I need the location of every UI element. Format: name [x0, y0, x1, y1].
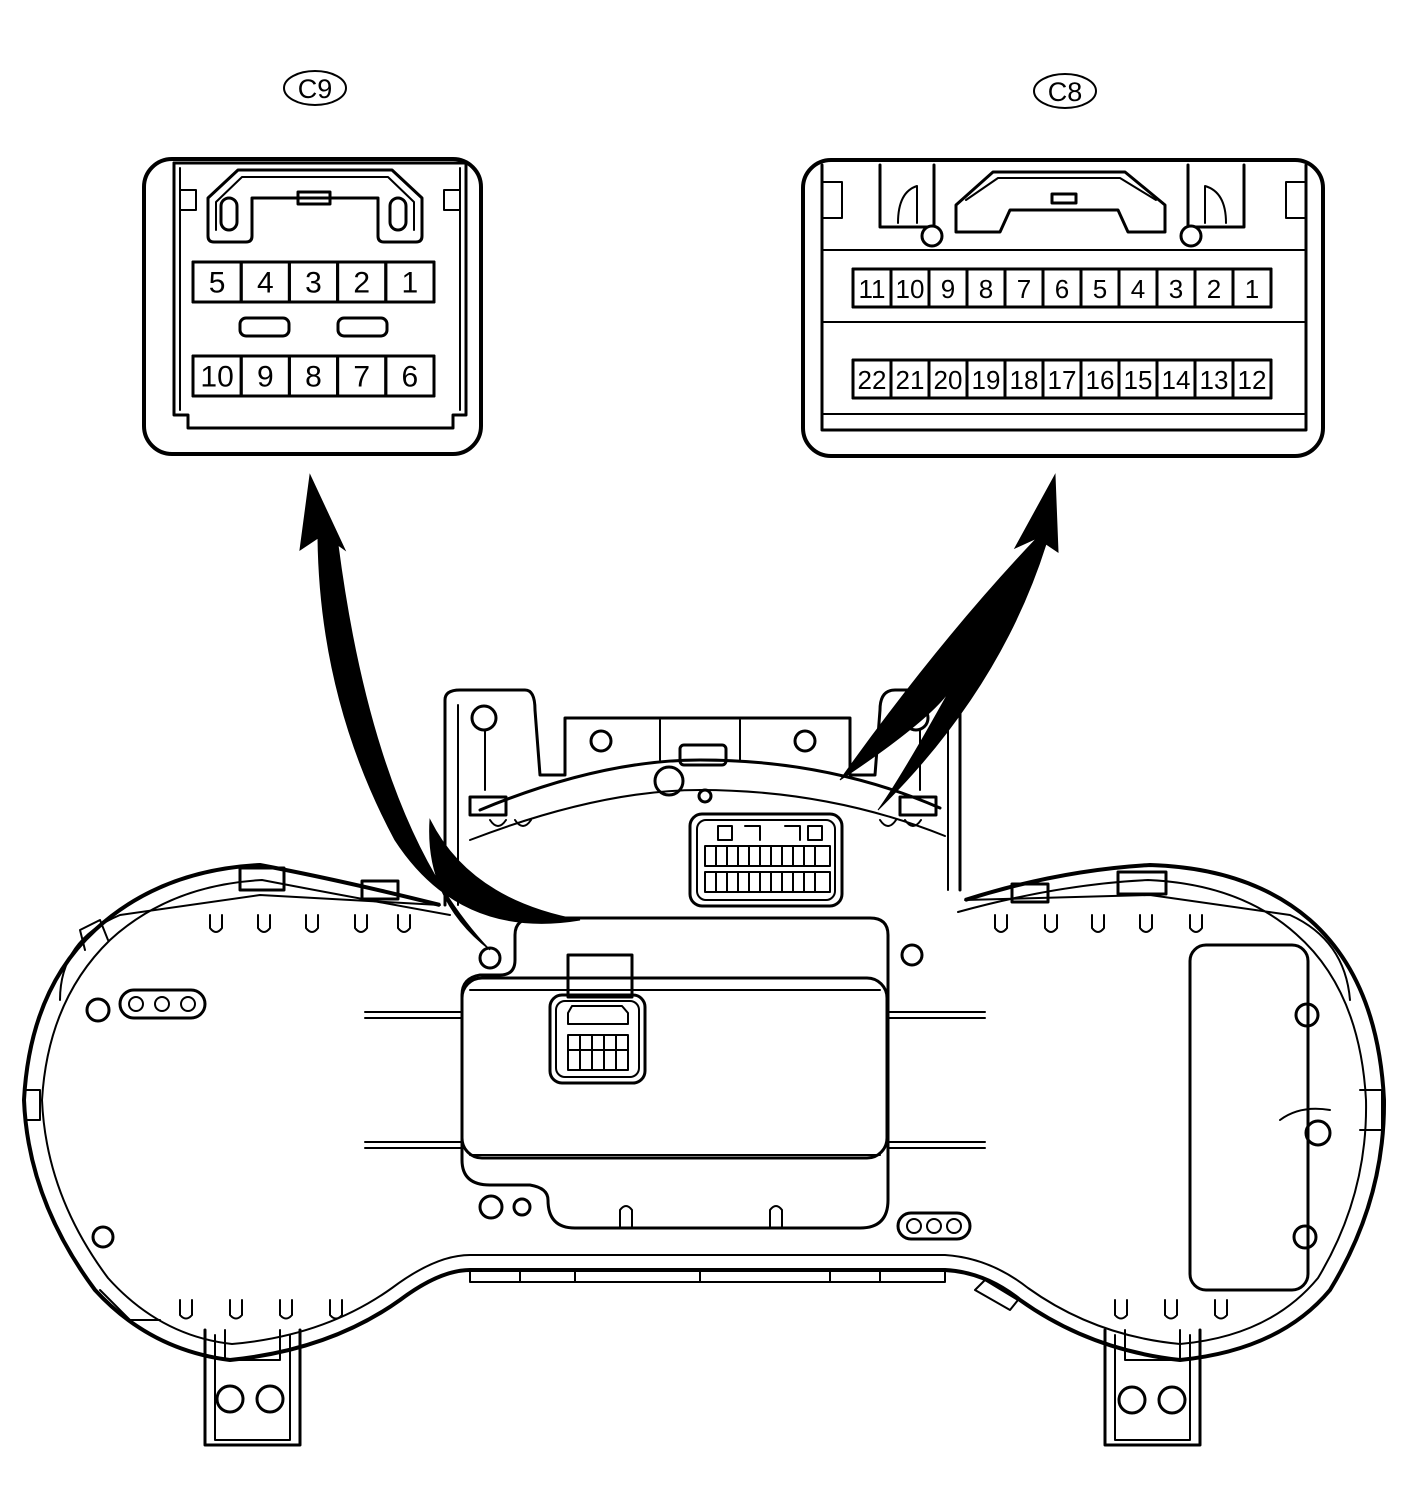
- pin-cell: [384, 260, 436, 304]
- pin-number: 11: [859, 274, 886, 304]
- meter-top-section: [443, 688, 962, 907]
- connector-c9-label-oval: [283, 70, 347, 106]
- connector-c8-latch-center: [954, 170, 1167, 234]
- meter-center-panel: [460, 916, 890, 1230]
- pin-number: 21: [896, 365, 925, 395]
- pin-number: 4: [1131, 274, 1145, 304]
- pin-number: 10: [200, 361, 233, 394]
- pin-number: 5: [209, 267, 226, 300]
- connector-c8-label: C8: [1048, 77, 1083, 107]
- pin-number: 7: [1017, 274, 1031, 304]
- pin-number: 16: [1086, 365, 1115, 395]
- pin-number: 7: [353, 361, 370, 394]
- arrow-to-c9-shape: [299, 473, 581, 951]
- pin-number: 2: [353, 267, 370, 300]
- pin-number: 6: [1055, 274, 1069, 304]
- connector-c8-latch-left: [878, 163, 936, 229]
- pin-number: 18: [1010, 365, 1039, 395]
- pin-number: 1: [1245, 274, 1259, 304]
- meter-mount-left: [203, 1328, 302, 1447]
- connector-c8-latch-right: [1186, 163, 1246, 229]
- pin-number: 3: [305, 267, 322, 300]
- pin-number: 14: [1162, 365, 1191, 395]
- pin-number: 1: [402, 267, 419, 300]
- pin-number: 8: [305, 361, 322, 394]
- pin-number: 4: [257, 267, 274, 300]
- pin-number: 6: [402, 361, 419, 394]
- meter-c8-socket: [688, 812, 844, 908]
- pin-number: 10: [896, 274, 925, 304]
- pin-cell: [1231, 267, 1273, 309]
- pin-number: 5: [1093, 274, 1107, 304]
- connector-c9-key-left: [238, 316, 291, 338]
- pin-number: 12: [1238, 365, 1267, 395]
- connector-c8-label-oval: [1033, 73, 1097, 109]
- pin-number: 8: [979, 274, 993, 304]
- connector-c9-latch: [206, 168, 424, 244]
- pin-number: 9: [257, 361, 274, 394]
- pin-number: 22: [858, 365, 887, 395]
- connector-c8-housing: [801, 158, 1325, 458]
- pin-number: 3: [1169, 274, 1183, 304]
- pin-cell: [1231, 358, 1273, 400]
- pin-number: 19: [972, 365, 1001, 395]
- pin-cell: [384, 354, 436, 398]
- connector-c9-housing: [142, 157, 483, 456]
- pin-number: 9: [941, 274, 955, 304]
- pin-number: 15: [1124, 365, 1153, 395]
- meter-mount-right: [1103, 1328, 1202, 1447]
- pin-number: 13: [1200, 365, 1229, 395]
- pin-number: 20: [934, 365, 963, 395]
- connector-c8-bottom-row: 22 21 20 19 18 17 16 15 14 13 12: [851, 358, 1273, 400]
- pin-number: 17: [1048, 365, 1077, 395]
- meter-c9-socket: [548, 993, 647, 1085]
- connector-c9-key-right: [336, 316, 389, 338]
- arrow-to-c9: [299, 473, 581, 951]
- meter-outer-housing: [22, 863, 1387, 1362]
- combination-meter-rear-view: [22, 688, 1387, 1447]
- connector-c9-label: C9: [298, 74, 333, 104]
- pin-number: 2: [1207, 274, 1221, 304]
